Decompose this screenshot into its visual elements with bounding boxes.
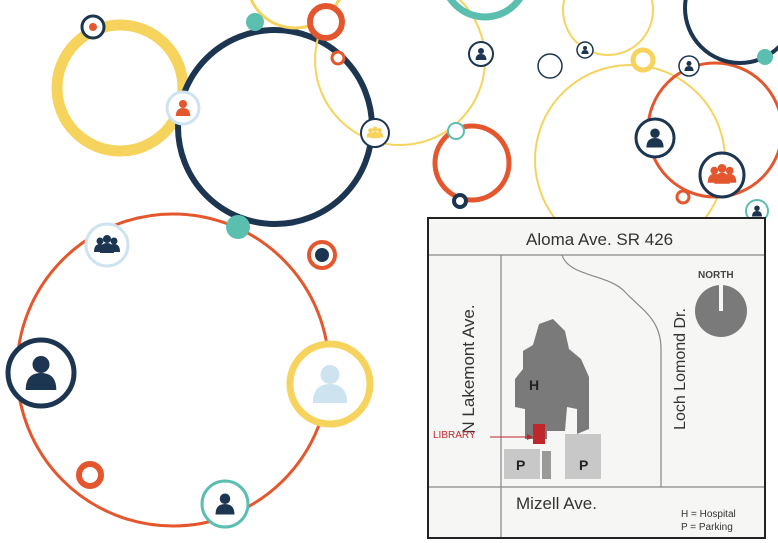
ring-yellow-top2 (562, 0, 654, 56)
hospital-building (515, 319, 589, 439)
dot-orange-small (330, 50, 346, 66)
group-icon (360, 118, 390, 148)
map-legend: H = Hospital P = Parking (681, 508, 736, 534)
dot-teal (246, 13, 264, 31)
north-label: NORTH (698, 270, 734, 281)
dot-navy-outline (452, 193, 468, 209)
library-pointer-arrow (527, 434, 533, 440)
ring-teal-top (446, 0, 524, 21)
person-icon (200, 479, 250, 529)
dot-navy-target-inner (315, 248, 329, 262)
library-building (533, 424, 545, 444)
parking-marker: P (579, 457, 589, 473)
person-icon (165, 90, 201, 126)
parking-divider (542, 451, 551, 479)
north-arrow-icon (695, 281, 747, 337)
street-label-mizell: Mizell Ave. (516, 494, 597, 513)
parking-marker: P (516, 457, 526, 473)
person-icon (678, 55, 700, 77)
parking-lot-1 (504, 449, 540, 479)
dot-orange-ring (307, 3, 345, 41)
hospital-marker: H (529, 377, 540, 393)
legend-hospital: H = Hospital (681, 509, 736, 520)
dot-yellow-ring (630, 47, 656, 73)
dot-gray-outline (537, 53, 563, 79)
dot-orange-bottom (76, 461, 104, 489)
person-icon (634, 117, 676, 159)
dot-teal-outline (447, 122, 465, 140)
group-icon (84, 222, 130, 268)
library-label: LIBRARY (433, 430, 476, 441)
person-icon (5, 337, 77, 409)
ring-yellow-topleft (51, 19, 189, 157)
map-drawing (429, 254, 764, 537)
parking-lot-2 (565, 434, 601, 479)
person-icon (286, 340, 374, 428)
ring-navy-right (683, 0, 778, 65)
road-loch-lomond (561, 254, 662, 487)
street-label-aloma: Aloma Ave. SR 426 (526, 230, 674, 249)
legend-parking: P = Parking (681, 522, 733, 533)
street-label-lakemont: N Lakemont Ave. (459, 304, 478, 434)
street-label-loch-lomond: Loch Lomond Dr. (672, 308, 689, 430)
dot-teal-right (757, 49, 773, 65)
person-icon (576, 41, 594, 59)
person-icon (468, 41, 494, 67)
person-icon (80, 14, 106, 40)
group-icon (698, 151, 746, 199)
location-map: Aloma Ave. SR 426 N Lakemont Ave. Loch L… (427, 217, 766, 539)
ring-orange-mid (432, 123, 512, 203)
ring-yellow-topcenter (249, 0, 341, 30)
dot-orange-ring-small (675, 189, 691, 205)
dot-teal-node (226, 215, 250, 239)
